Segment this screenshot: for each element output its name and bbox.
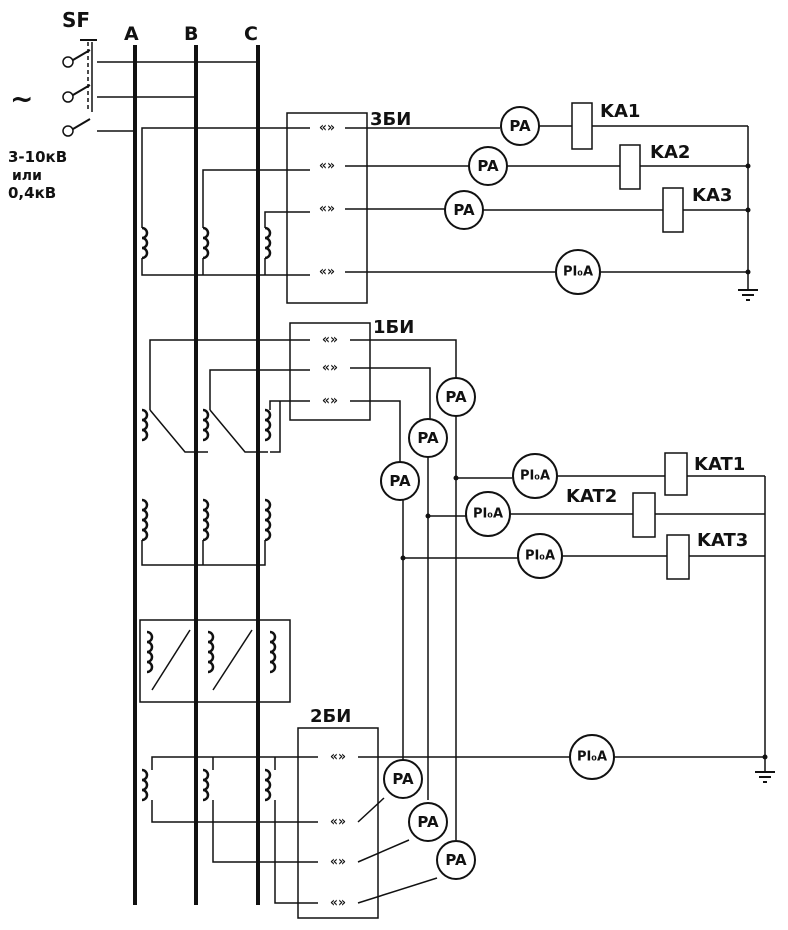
block-1bi: [289, 322, 371, 421]
relay-ka2-label: KA2: [650, 142, 690, 163]
plug-1bi-3: «»: [322, 394, 338, 409]
ammeter-pa-7: [383, 759, 423, 799]
plug-3bi-2: «»: [319, 159, 335, 174]
plug-1bi-1: «»: [322, 333, 338, 348]
ammeter-pa-8: [408, 802, 448, 842]
ammeter-pa-9-label: PA: [445, 851, 467, 869]
block-3bi-label: 3БИ: [370, 109, 411, 130]
plug-2bi-1: «»: [330, 750, 346, 765]
voltage-label-3: 0,4кВ: [8, 184, 56, 202]
ammeter-pa-1-label: PA: [509, 117, 531, 135]
relay-ka1-label: KA1: [600, 101, 640, 122]
ammeter-pa-5-label: PA: [417, 429, 439, 447]
ground-icon: [738, 289, 758, 301]
block-2bi-label: 2БИ: [310, 706, 351, 727]
phase-b-label: B: [184, 23, 198, 45]
phase-c-label: C: [244, 23, 258, 45]
zero-seq-ammeter-4-label: PI₀A: [525, 549, 555, 564]
plug-1bi-2: «»: [322, 361, 338, 376]
voltage-label-2: или: [12, 168, 42, 184]
ground-icon-2: [755, 771, 775, 783]
voltage-label-1: 3-10кВ: [8, 148, 67, 166]
relay-ka3: [662, 187, 684, 233]
plug-2bi-3: «»: [330, 855, 346, 870]
zero-seq-ammeter-5-label: PI₀A: [577, 750, 607, 765]
relay-kat1-label: KAT1: [694, 454, 745, 475]
switch-label: SF: [62, 8, 90, 32]
relay-ka2: [619, 144, 641, 190]
plug-2bi-4: «»: [330, 896, 346, 911]
ammeter-pa-3-label: PA: [453, 201, 475, 219]
relay-kat2-label: KAT2: [566, 486, 617, 507]
zero-seq-ammeter-3-label: PI₀A: [473, 507, 503, 522]
relay-kat2: [632, 492, 656, 538]
relay-kat1: [664, 452, 688, 496]
circuit-breaker-sf: [62, 39, 97, 137]
ammeter-pa-4-label: PA: [445, 388, 467, 406]
zero-seq-ammeter-1-label: PI₀A: [563, 265, 593, 280]
ammeter-pa-8-label: PA: [417, 813, 439, 831]
relay-kat3-label: KAT3: [697, 530, 748, 551]
ammeter-pa-6: [380, 461, 420, 501]
block-2bi: [297, 727, 379, 919]
ammeter-pa-6-label: PA: [389, 472, 411, 490]
plug-3bi-4: «»: [319, 265, 335, 280]
plug-3bi-1: «»: [319, 121, 335, 136]
relay-ka1: [571, 102, 593, 150]
phase-a-label: A: [124, 23, 139, 45]
block-1bi-label: 1БИ: [373, 317, 414, 338]
ac-source-icon: ~: [10, 82, 33, 115]
zero-seq-ammeter-2-label: PI₀A: [520, 469, 550, 484]
relay-ka3-label: KA3: [692, 185, 732, 206]
plug-3bi-3: «»: [319, 202, 335, 217]
plug-2bi-2: «»: [330, 815, 346, 830]
ammeter-pa-7-label: PA: [392, 770, 414, 788]
relay-kat3: [666, 534, 690, 580]
ammeter-pa-2-label: PA: [477, 157, 499, 175]
ammeter-pa-9: [436, 840, 476, 880]
